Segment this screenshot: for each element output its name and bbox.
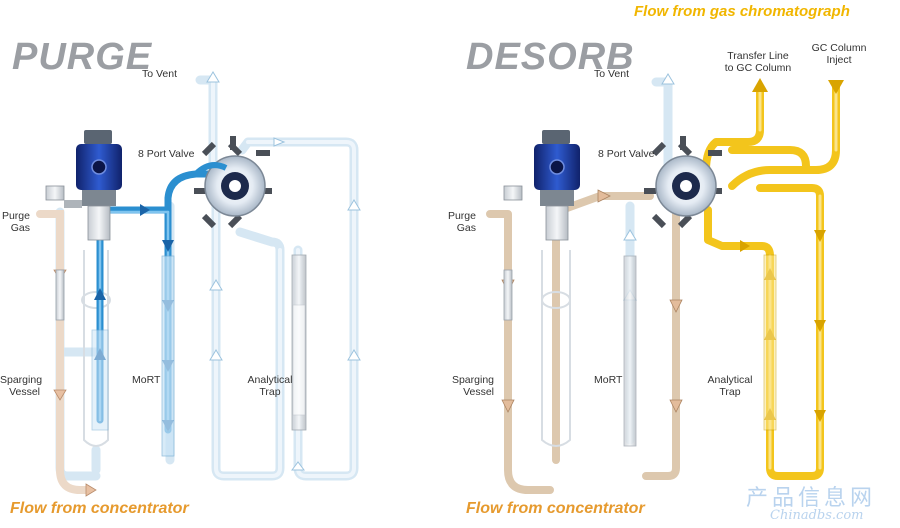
- purge-to-vent-label: To Vent: [142, 68, 178, 80]
- purge-sparging-label: Sparging Vessel: [0, 374, 43, 398]
- desorb-gc-inject-line2: Inject: [826, 54, 852, 66]
- purge-8-port-valve: [194, 136, 272, 229]
- purge-sparge-tan: [36, 210, 92, 494]
- purge-mort-tube: [161, 255, 175, 457]
- desorb-gc-inject-label: GC Column Inject: [804, 42, 874, 66]
- purge-sparging-vessel: [81, 250, 111, 447]
- desorb-trap-label: Analytical Trap: [700, 374, 760, 398]
- desorb-transfer-label: Transfer Line to GC Column: [718, 50, 798, 74]
- desorb-analytical-trap: [763, 254, 777, 431]
- desorb-gas-line2: Gas: [456, 222, 476, 234]
- purge-panel: [36, 71, 361, 497]
- desorb-valve-actuator: [503, 130, 580, 241]
- purge-gas-line2: Gas: [10, 222, 30, 234]
- purge-valve-actuator: [45, 130, 122, 241]
- watermark-cn: 产品信息网: [746, 486, 877, 511]
- purge-sparging-line1: Sparging: [0, 374, 43, 386]
- desorb-8-port-valve: [644, 136, 722, 229]
- desorb-footer: Flow from concentrator: [466, 500, 645, 517]
- desorb-panel: [486, 73, 844, 494]
- purge-trap-line2: Trap: [259, 386, 281, 398]
- desorb-gc-flow-title: Flow from gas chromatograph: [634, 3, 850, 20]
- desorb-sparging-line1: Sparging: [451, 374, 494, 386]
- desorb-title: DESORB: [466, 36, 635, 78]
- desorb-trap-line1: Analytical: [707, 374, 753, 386]
- desorb-transfer-line2: to GC Column: [724, 62, 792, 74]
- purge-sparging-line2: Vessel: [9, 386, 40, 398]
- watermark-url: Chinadbs.com: [770, 508, 864, 523]
- desorb-mort-tube: [623, 255, 637, 447]
- desorb-transfer-line1: Transfer Line: [727, 50, 789, 62]
- desorb-tan-flow: [486, 192, 680, 494]
- desorb-valve-label: 8 Port Valve: [598, 148, 655, 160]
- purge-footer: Flow from concentrator: [10, 500, 189, 517]
- desorb-gc-inject-line1: GC Column: [811, 42, 867, 54]
- desorb-sparging-label: Sparging Vessel: [444, 374, 494, 398]
- desorb-trap-line2: Trap: [719, 386, 741, 398]
- desorb-gas-line1: Purge: [447, 210, 476, 222]
- purge-gas-label: Purge Gas: [0, 210, 30, 234]
- desorb-mort-label: MoRT: [594, 374, 623, 386]
- purge-valve-loop: [193, 162, 228, 177]
- purge-fitting-left: [55, 269, 65, 321]
- desorb-yellow-flow: [702, 80, 840, 480]
- purge-mort-label: MoRT: [132, 374, 161, 386]
- purge-valve-label: 8 Port Valve: [138, 148, 195, 160]
- purge-sparge-tube: [91, 329, 109, 431]
- purge-trap-label: Analytical Trap: [240, 374, 300, 398]
- desorb-sparging-line2: Vessel: [463, 386, 494, 398]
- desorb-to-vent-label: To Vent: [594, 68, 630, 80]
- desorb-sparging-vessel: [541, 250, 571, 447]
- purge-trap-line1: Analytical: [247, 374, 293, 386]
- purge-pale-arrows: [206, 71, 361, 471]
- purge-title: PURGE: [12, 36, 153, 78]
- desorb-gas-label: Purge Gas: [440, 210, 476, 234]
- purge-gas-line1: Purge: [1, 210, 30, 222]
